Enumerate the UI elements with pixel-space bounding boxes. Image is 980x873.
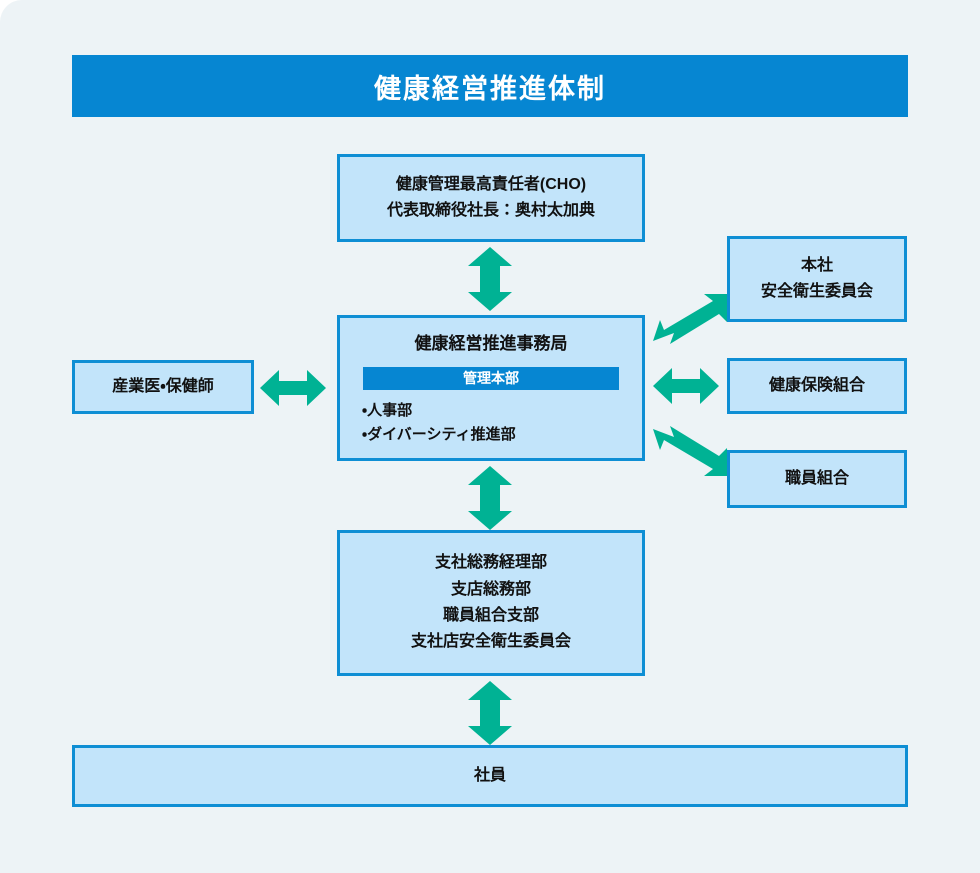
node-safety-line-1: 本社	[800, 256, 833, 274]
node-employees: 社員	[72, 745, 908, 807]
node-occupational-physician-nurse: 産業医・保健師	[72, 360, 254, 414]
node-cho-line-2: 代表取締役社長：奥村太加典	[386, 202, 595, 219]
node-branch-line-3: 職員組合支部	[442, 607, 539, 624]
node-union-label: 職員組合	[784, 469, 849, 487]
node-office-division-label: 管理本部	[463, 370, 519, 386]
double-arrow-horizontal-icon	[260, 369, 326, 407]
node-office-bullets: ・人事部 ・ダイバーシティ推進部	[340, 399, 642, 447]
node-branch-line-2: 支店総務部	[450, 580, 531, 598]
node-headquarters-safety-committee: 本社 安全衛生委員会	[727, 236, 907, 322]
node-office-title: 健康経営推進事務局	[414, 334, 568, 353]
node-cho: 健康管理最高責任者(CHO) 代表取締役社長：奥村太加典	[337, 154, 645, 242]
diagram-header: 健康経営推進体制	[72, 55, 908, 117]
node-health-insurance-association: 健康保険組合	[727, 358, 907, 414]
double-arrow-vertical-icon	[467, 466, 513, 530]
node-branch-line-4: 支社店安全衛生委員会	[410, 633, 571, 651]
node-health-management-office: 健康経営推進事務局 管理本部 ・人事部 ・ダイバーシティ推進部	[337, 315, 645, 461]
node-labor-union: 職員組合	[727, 450, 907, 508]
node-cho-line-1: 健康管理最高責任者(CHO)	[395, 175, 587, 193]
double-arrow-horizontal-icon	[653, 367, 719, 405]
node-office-division-bar: 管理本部	[363, 367, 619, 391]
double-arrow-diagonal-down-icon	[651, 424, 729, 478]
double-arrow-diagonal-up-icon	[651, 292, 729, 346]
node-insurance-label: 健康保険組合	[768, 376, 865, 394]
double-arrow-vertical-icon	[467, 681, 513, 745]
node-safety-line-2: 安全衛生委員会	[760, 283, 873, 300]
node-office-bullet-2: ・ダイバーシティ推進部	[362, 426, 516, 444]
page-title: 健康経営推進体制	[374, 73, 606, 104]
node-office-bullet-1: ・人事部	[362, 402, 413, 420]
double-arrow-vertical-icon	[467, 247, 513, 311]
node-doctor-label: 産業医・保健師	[112, 377, 214, 395]
node-branch-line-1: 支社総務経理部	[434, 554, 547, 572]
node-branch-departments: 支社総務経理部 支店総務部 職員組合支部 支社店安全衛生委員会	[337, 530, 645, 676]
node-employee-label: 社員	[473, 766, 506, 784]
